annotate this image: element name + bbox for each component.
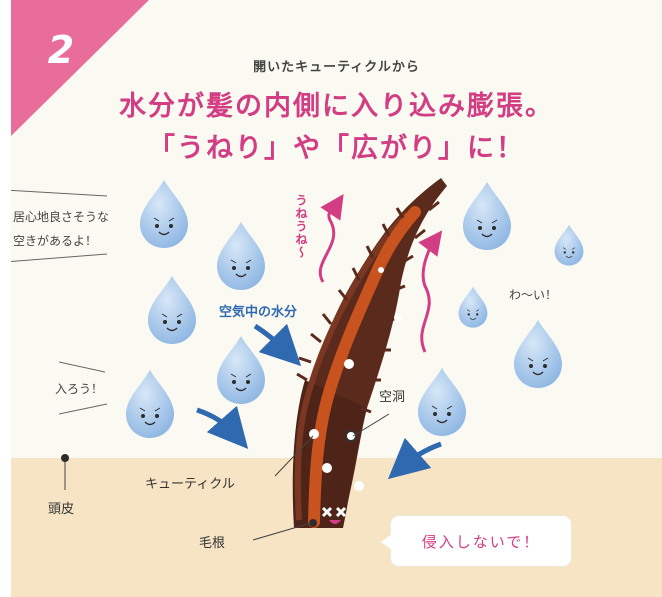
heading-subtitle: 開いたキューティクルから bbox=[253, 60, 420, 75]
scalp-label: 頭皮 bbox=[48, 502, 75, 517]
step-number: 2 bbox=[47, 28, 75, 72]
speech-enter: 入ろう！ bbox=[55, 382, 104, 396]
speech-wow: わ〜い！ bbox=[509, 288, 558, 302]
wavy-label: うねうね〜 bbox=[294, 194, 308, 259]
water-drop-face-icon bbox=[458, 286, 488, 328]
heading-line-2: 「うねり」や「広がり」に！ bbox=[148, 133, 525, 164]
hair-root-label: 毛根 bbox=[199, 536, 226, 551]
curved-arrow-icon bbox=[387, 437, 442, 480]
step-card: 2 開いたキューティクルから 水分が髪の内側に入り込み膨張。 「うねり」や「広が… bbox=[11, 0, 662, 597]
water-drop-face-icon bbox=[216, 221, 266, 291]
water-drop-face-icon bbox=[462, 181, 512, 251]
curved-arrow-icon bbox=[196, 405, 249, 450]
wavy-arrow-icon bbox=[318, 194, 344, 283]
water-drop-face-icon bbox=[125, 369, 175, 439]
speech-cozy-line1: 居心地良さそうな bbox=[13, 210, 110, 224]
water-drop-face-icon bbox=[216, 335, 266, 405]
speech-cozy-line2: 空きがあるよ！ bbox=[13, 234, 98, 248]
hair-scene bbox=[11, 178, 584, 541]
scalp-marker bbox=[61, 454, 69, 462]
leader-lines bbox=[64, 413, 390, 541]
cuticle-label: キューティクル bbox=[145, 477, 235, 492]
water-drop-face-icon bbox=[417, 367, 467, 437]
no-entry-text: 侵入しないで！ bbox=[421, 533, 541, 551]
hair-strand bbox=[292, 178, 447, 528]
water-drop-face-icon bbox=[147, 275, 197, 345]
cavity-label: 空洞 bbox=[379, 390, 406, 405]
wavy-arrow-icon bbox=[418, 230, 443, 353]
speech-lines bbox=[11, 189, 108, 415]
water-drop-face-icon bbox=[513, 319, 563, 389]
water-drop-face-icon bbox=[554, 224, 584, 266]
no-entry-speech-bubble: 侵入しないで！ bbox=[381, 516, 571, 566]
bubble-tail bbox=[381, 534, 392, 550]
heading-line-1: 水分が髪の内側に入り込み膨張。 bbox=[119, 91, 554, 122]
water-drop-face-icon bbox=[139, 179, 189, 249]
curved-arrow-icon bbox=[253, 323, 302, 367]
step-corner-badge bbox=[11, 0, 149, 136]
air-moisture-label: 空気中の水分 bbox=[219, 305, 298, 320]
